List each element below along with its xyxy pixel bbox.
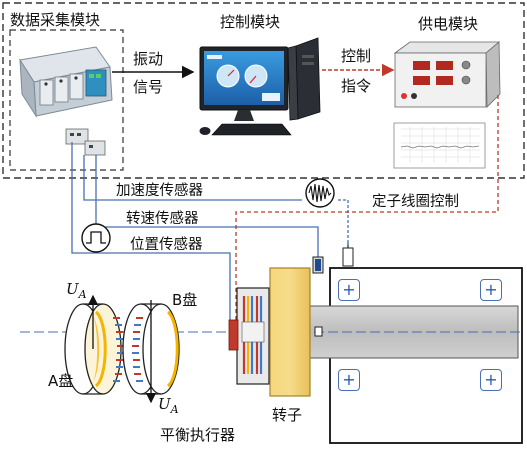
disk-a-drawing [64,294,124,395]
control-command-label-1: 控制 [341,47,372,65]
disk-b-drawing [122,300,180,404]
control-command-label-2: 指令 [341,77,372,95]
disk-b-label: B盘 [172,291,198,309]
plus-icon: + [480,369,502,391]
position-sensor-line [71,142,231,320]
accelerometer-label: 加速度传感器 [116,183,203,199]
daq-adapter-icon [65,128,106,156]
control-module-label: 控制模块 [220,13,281,31]
accelerometer-probe [342,243,354,267]
rotor-label: 转子 [272,406,303,424]
plus-icon: + [338,279,360,301]
vibration-signal-label-1: 振动 [133,50,164,68]
computer-icon [199,37,321,136]
voltage-ua-bottom-label: UA [158,395,179,416]
position-sensor-label: 位置传感器 [130,237,203,253]
waveform-icon [305,178,335,208]
plus-icon: + [338,369,360,391]
pulse-icon [81,223,111,253]
accelerometer-lead [338,199,349,248]
power-supply-module-label: 供电模块 [418,15,479,33]
data-acquisition-module-label: 数据采集模块 [10,11,101,29]
accelerometer-line [83,155,302,201]
vibration-signal-label-2: 信号 [133,78,164,96]
balancing-actuator-label: 平衡执行器 [160,426,236,444]
rotor-marker [314,326,323,337]
power-supply-icon [393,41,501,108]
speed-sensor-probe [312,256,324,274]
chart-printout-icon [393,122,486,169]
stator-coil-control-label: 定子线圈控制 [372,194,459,210]
voltage-ua-top-label: UA [66,280,87,301]
system-frame [2,2,525,179]
disk-a-label: A盘 [48,372,74,390]
daq-device-icon [19,46,113,118]
speed-sensor-label: 转速传感器 [126,211,199,227]
daq-module-frame [9,29,124,171]
plus-icon: + [480,279,502,301]
rotor-block [269,267,311,397]
speed-sensor-line [95,155,319,258]
balancing-actuator-device [228,287,270,385]
stator-coil-control-line [235,95,499,322]
